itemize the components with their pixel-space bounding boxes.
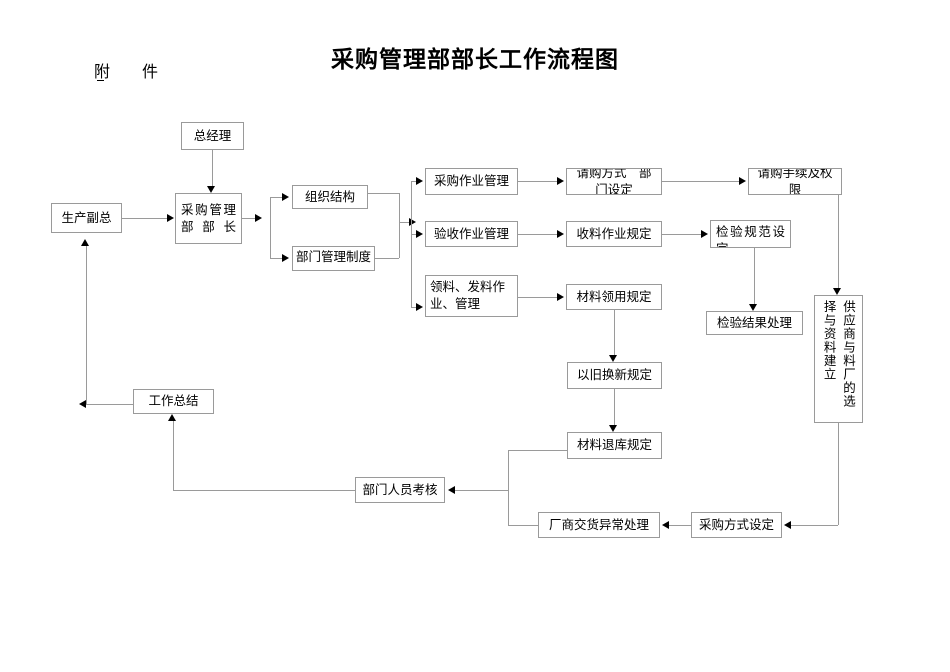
arrowhead-manager-to-org (282, 193, 289, 201)
arrowhead-summary-to-vp (81, 239, 89, 246)
attachment-label: 附 件 (94, 64, 173, 81)
edge-org-out (368, 193, 399, 194)
arrowhead-manager-out (255, 214, 262, 222)
edge-receive-rule-to-inspect-spec (662, 234, 702, 235)
node-department-management-system[interactable]: 部门管理制度 (292, 246, 375, 271)
arrowhead-supplier-to-purchase-mode (784, 521, 791, 529)
node-purchasing-method-setting[interactable]: 采购方式设定 (691, 512, 782, 538)
edge-manager-to-dept-rule-stub (270, 258, 283, 259)
arrowhead-material-op-to-issue-rule (557, 293, 564, 301)
arrowhead-req-mode-to-req-auth (739, 177, 746, 185)
edge-trade-in-to-return-rule (614, 389, 615, 425)
arrowhead-issue-rule-to-trade-in (609, 355, 617, 362)
edge-purchase-mode-to-delivery-exc (669, 525, 691, 526)
arrowhead-spine-to-material-op (416, 303, 423, 311)
arrowhead-spine-to-purchase-op (416, 177, 423, 185)
edge-delivery-exc-to-merge (508, 525, 538, 526)
arrowhead-purchase-mode-to-delivery-exc (662, 521, 669, 529)
edge-merge-to-staff-eval (455, 490, 508, 491)
node-material-requisition-rules[interactable]: 材料领用规定 (566, 284, 662, 310)
arrowhead-staff-eval-to-summary (168, 414, 176, 421)
arrowhead-trade-in-to-return-rule (609, 425, 617, 432)
edge-staff-eval-to-summary-riser (173, 421, 174, 490)
edge-vp-to-manager (122, 218, 168, 219)
edge-column-spine (411, 181, 412, 307)
edge-accept-op-to-receive-rule (518, 234, 558, 235)
arrowhead-purchase-op-to-req-mode (557, 177, 564, 185)
node-general-manager[interactable]: 总经理 (181, 122, 244, 150)
node-work-summary[interactable]: 工作总结 (133, 389, 214, 414)
arrowhead-merge-to-column-spine (409, 218, 416, 226)
edge-merge-to-column-spine (399, 222, 410, 223)
node-requisition-method-department-setting[interactable]: 请购方式 部门设定 (566, 168, 662, 195)
edge-manager-out (242, 218, 256, 219)
edge-staff-eval-to-summary-horizontal (173, 490, 355, 491)
node-trade-in-rules[interactable]: 以旧换新规定 (567, 362, 662, 389)
edge-return-rule-merge-riser (508, 450, 509, 525)
edge-manager-branch-riser (270, 197, 271, 258)
edge-manager-to-org-stub (270, 197, 283, 198)
arrowhead-vp-to-manager (167, 214, 174, 222)
arrowhead-gm-to-manager (207, 186, 215, 193)
edge-issue-rule-to-trade-in (614, 310, 615, 355)
node-purchasing-operation-management[interactable]: 采购作业管理 (425, 168, 518, 195)
arrowhead-spine-to-accept-op (416, 230, 423, 238)
page-title: 采购管理部部长工作流程图 (331, 46, 619, 72)
node-receiving-operation-rules[interactable]: 收料作业规定 (566, 221, 662, 247)
node-inspection-specification-setting[interactable]: 检验规范设定 (710, 220, 791, 248)
arrowhead-manager-to-dept-rule (282, 254, 289, 262)
arrowhead-receive-rule-to-inspect-spec (701, 230, 708, 238)
arrowhead-req-auth-to-supplier (833, 288, 841, 295)
edge-gm-to-manager (212, 150, 213, 186)
node-purchasing-department-manager[interactable]: 采购管理部部长 (175, 193, 242, 244)
arrowhead-merge-to-staff-eval (448, 486, 455, 494)
node-supplier-and-material-plant-selection[interactable]: 供应商与料厂的选择与资料建立 (814, 295, 863, 423)
edge-spine-to-accept-op (411, 234, 417, 235)
edge-req-mode-to-req-auth (662, 181, 740, 182)
node-inspection-result-handling[interactable]: 检验结果处理 (706, 311, 803, 335)
edge-spine-to-purchase-op (411, 181, 417, 182)
edge-summary-to-vp-horizontal (86, 404, 133, 405)
node-department-staff-assessment[interactable]: 部门人员考核 (355, 477, 445, 503)
node-organization-structure[interactable]: 组织结构 (292, 185, 368, 209)
edge-req-auth-to-supplier (838, 195, 839, 288)
node-material-return-rules[interactable]: 材料退库规定 (567, 432, 662, 459)
edge-material-op-to-issue-rule (518, 297, 558, 298)
node-acceptance-operation-management[interactable]: 验收作业管理 (425, 221, 518, 247)
edge-return-rule-left (508, 450, 567, 451)
node-requisition-procedure-authority[interactable]: 请购手续及权限 (748, 168, 842, 195)
edge-supplier-to-purchase-mode-horizontal (791, 525, 838, 526)
edge-dept-rule-out (375, 258, 399, 259)
arrowhead-accept-op-to-receive-rule (557, 230, 564, 238)
edge-summary-to-vp-riser (86, 246, 87, 404)
attachment-underline-mark (97, 80, 104, 81)
edge-org-dept-merge (399, 193, 400, 258)
node-supplier-delivery-exception-handling[interactable]: 厂商交货异常处理 (538, 512, 660, 538)
edge-purchase-op-to-req-mode (518, 181, 558, 182)
edge-inspect-spec-to-result (754, 248, 755, 304)
edge-spine-to-material-op (411, 307, 417, 308)
node-material-issue-management[interactable]: 领料、发料作业、管理 (425, 275, 518, 317)
node-production-vice-president[interactable]: 生产副总 (51, 203, 122, 233)
arrowhead-inspect-spec-to-result (749, 304, 757, 311)
arrowhead-summary-to-vp-elbow (79, 400, 86, 408)
edge-supplier-to-purchase-mode (838, 423, 839, 525)
